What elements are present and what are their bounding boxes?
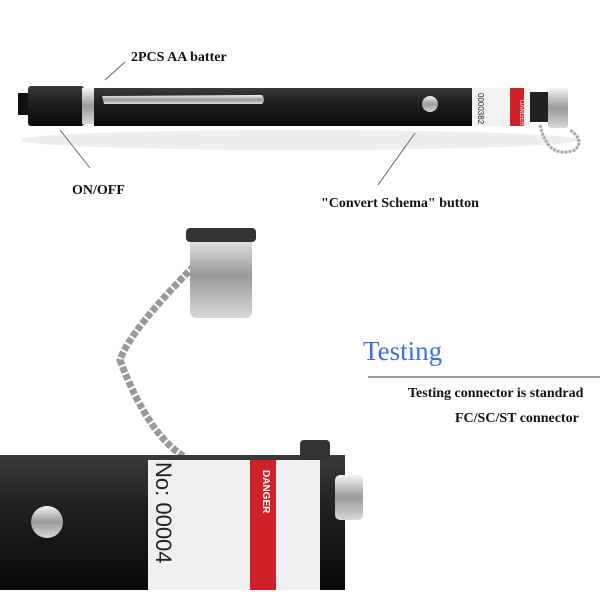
pen-top: DANGER 0000382 [18,61,581,186]
divider [368,376,600,378]
description-line-1: Testing connector is standrad [408,386,584,401]
convert-button [422,96,438,112]
pen-clip [102,95,264,104]
connector-cap [548,88,568,128]
convert-button [31,506,63,538]
pen-bottom: DANGER No: 00004 [0,228,363,590]
battery-label: 2PCS AA batter [131,50,227,65]
onoff-label: ON/OFF [72,183,125,198]
description-line-2: FC/SC/ST connector [455,411,579,426]
svg-text:No: 00004: No: 00004 [151,462,176,564]
section-heading: Testing [363,336,443,366]
svg-text:DANGER: DANGER [518,100,524,126]
svg-text:DANGER: DANGER [260,470,271,514]
bead-chain [538,124,581,154]
connector-cap [190,232,252,318]
svg-text:0000382: 0000382 [476,93,485,125]
convert-button-label: "Convert Schema" button [321,196,479,211]
bead-chain [116,257,203,464]
